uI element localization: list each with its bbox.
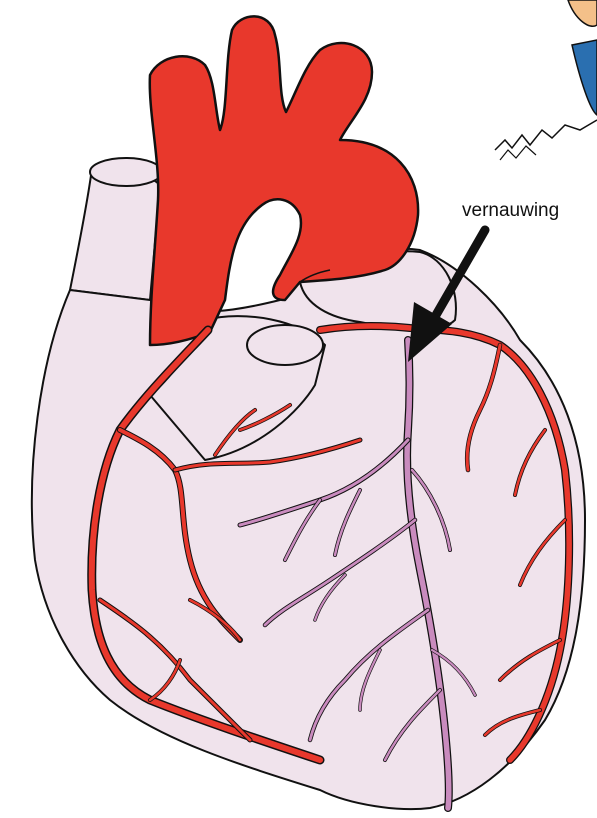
narrowing-label: vernauwing (462, 200, 559, 222)
superior-vena-cava (70, 158, 162, 300)
cartoon-fragment (495, 0, 597, 160)
